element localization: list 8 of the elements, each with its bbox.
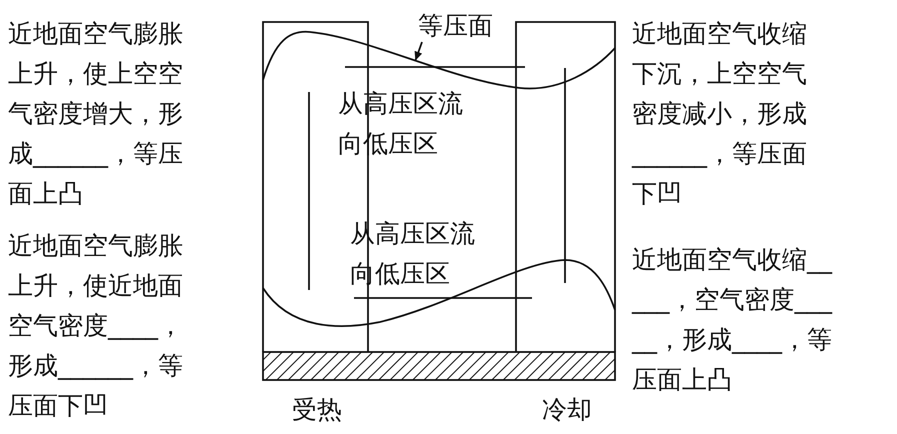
question-text: 近地面空气膨胀上升，使近地面空气密度____，形成______，等压面下凹 xyxy=(8,230,184,422)
heating-label: 受热 xyxy=(292,394,343,426)
leader-line xyxy=(414,42,423,61)
question-text: 近地面空气收缩_____，空气密度_____，形成____，等压面上凸 xyxy=(632,244,832,396)
cooling-label: 冷却 xyxy=(542,394,593,426)
question-text: 近地面空气膨胀上升，使上空空气密度增大，形成______，等压面上凸 xyxy=(8,18,184,210)
isobar-label: 等压面 xyxy=(418,6,493,46)
question-text: 近地面空气收缩下沉，上空空气密度减小，形成______，等压面下凹 xyxy=(632,18,808,210)
